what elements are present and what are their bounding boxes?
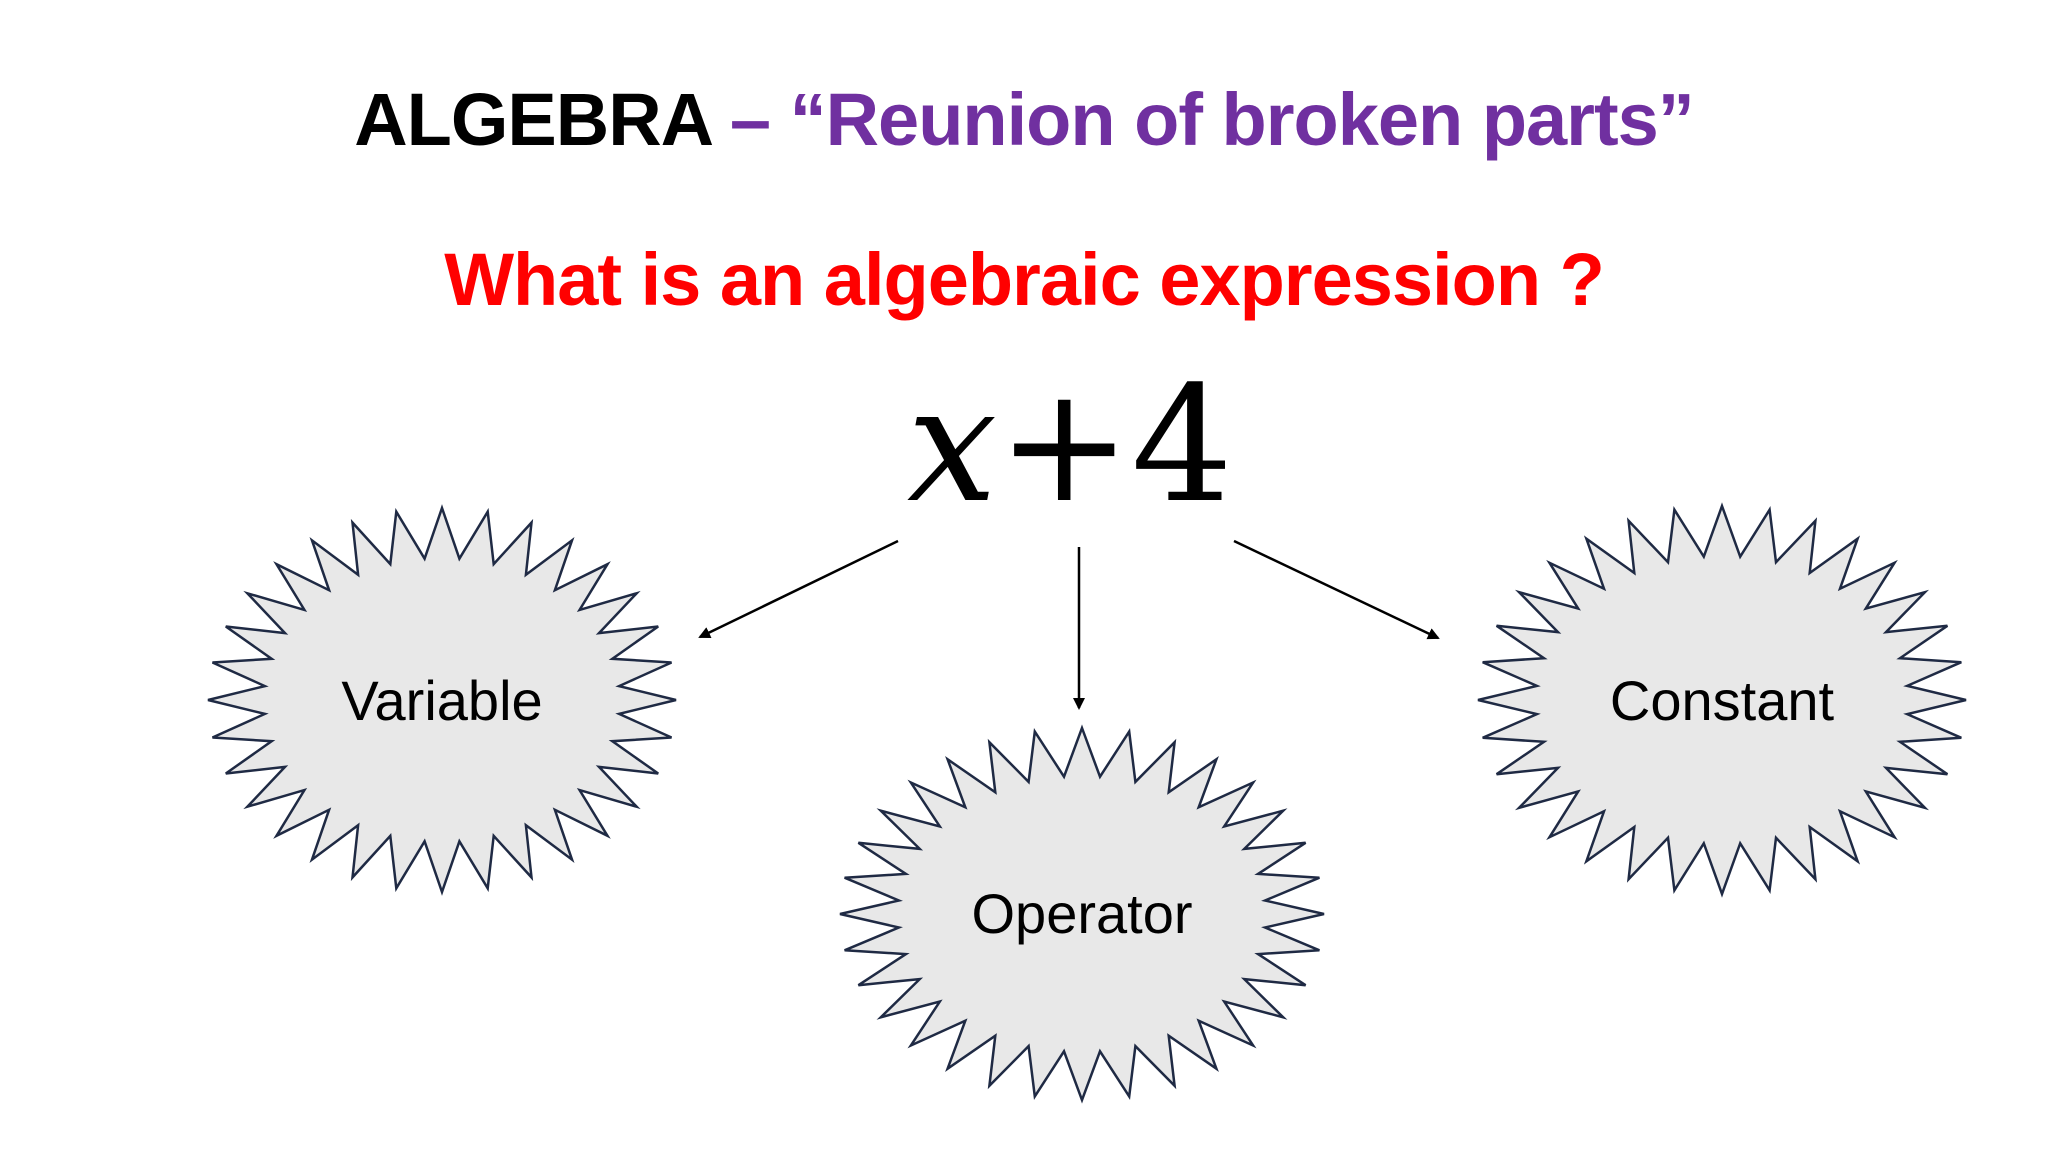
arrow-to-variable xyxy=(698,539,899,639)
burst-operator-label: Operator xyxy=(972,882,1193,945)
expression-constant: 4 xyxy=(1131,351,1234,538)
burst-variable-shape xyxy=(207,504,677,896)
burst-constant: Constant xyxy=(1477,502,1967,898)
algebraic-expression: x+4 xyxy=(860,360,1280,530)
burst-constant-shape xyxy=(1477,502,1967,898)
burst-variable: Variable xyxy=(207,504,677,896)
arrow-to-constant xyxy=(1233,539,1440,640)
question-heading: What is an algebraic expression ? xyxy=(444,238,1605,321)
burst-operator: Operator xyxy=(839,724,1325,1104)
title-main: ALGEBRA xyxy=(354,78,711,161)
burst-variable-label: Variable xyxy=(341,669,542,732)
expression-operator: + xyxy=(997,351,1132,538)
expression-variable: x xyxy=(906,351,998,538)
title-subtitle: – “Reunion of broken parts” xyxy=(710,78,1695,161)
burst-operator-shape xyxy=(839,724,1325,1104)
slide-title: ALGEBRA – “Reunion of broken parts” xyxy=(0,70,2048,170)
burst-constant-label: Constant xyxy=(1610,669,1835,732)
